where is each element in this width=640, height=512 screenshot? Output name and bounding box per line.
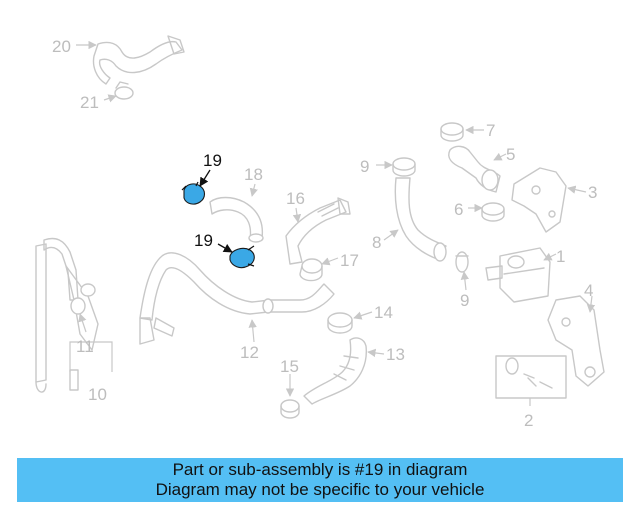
callout-19-lower: 19: [194, 231, 213, 250]
part-1-pump: [485, 247, 551, 303]
callout-7: 7: [486, 121, 495, 140]
part-20-hose: [92, 35, 185, 85]
part-12-pipe: [139, 252, 335, 345]
callout-17: 17: [340, 251, 359, 270]
callout-3: 3: [588, 183, 597, 202]
part-13-hose: [303, 337, 367, 405]
part-9-clamp-top: [392, 157, 416, 177]
part-15-clamp: [280, 399, 300, 419]
callout-9-bottom: 9: [460, 291, 469, 310]
part-8-hose: [394, 177, 447, 262]
callout-19-upper: 19: [203, 151, 222, 170]
part-10-pipe: [35, 237, 99, 393]
part-9-clamp-bottom: [455, 251, 469, 273]
part-5-hose: [448, 145, 501, 193]
info-banner: Part or sub-assembly is #19 in diagram D…: [17, 458, 623, 502]
callout-14: 14: [374, 303, 393, 322]
part-2-hardware: [495, 355, 567, 399]
callout-9-top: 9: [360, 157, 369, 176]
callout-13: 13: [386, 345, 405, 364]
part-7-clamp: [440, 122, 464, 142]
callout-4: 4: [584, 281, 593, 300]
callout-21: 21: [80, 93, 99, 112]
callout-1: 1: [556, 247, 565, 266]
leader-lines: [69, 40, 596, 406]
part-14-clamp: [327, 312, 353, 334]
banner-line-2: Diagram may not be specific to your vehi…: [155, 480, 485, 499]
part-19-clamp-lower[interactable]: [229, 245, 255, 269]
part-21-clamp: [114, 81, 134, 100]
part-18-hose: [209, 196, 264, 243]
callout-6: 6: [454, 200, 463, 219]
part-3-bracket: [511, 167, 567, 233]
part-6-clamp: [481, 202, 505, 222]
part-11-clamp: [70, 283, 96, 315]
callout-2: 2: [524, 411, 533, 430]
callout-16: 16: [286, 189, 305, 208]
callout-20: 20: [52, 37, 71, 56]
callout-11: 11: [76, 337, 94, 356]
callout-12: 12: [240, 343, 259, 362]
part-4-bracket: [547, 295, 605, 387]
banner-line-1: Part or sub-assembly is #19 in diagram: [172, 460, 468, 479]
callout-15: 15: [280, 357, 299, 376]
part-17-clamp: [299, 258, 323, 282]
callout-labels: 20 21 7 5 6 3 9 8 9 1 4 2 12 14 13 15 16…: [52, 37, 597, 430]
part-19-clamp-upper[interactable]: [181, 181, 206, 205]
callout-18: 18: [244, 165, 263, 184]
callout-8: 8: [372, 233, 381, 252]
callout-5: 5: [506, 145, 515, 164]
callout-10: 10: [88, 385, 107, 404]
